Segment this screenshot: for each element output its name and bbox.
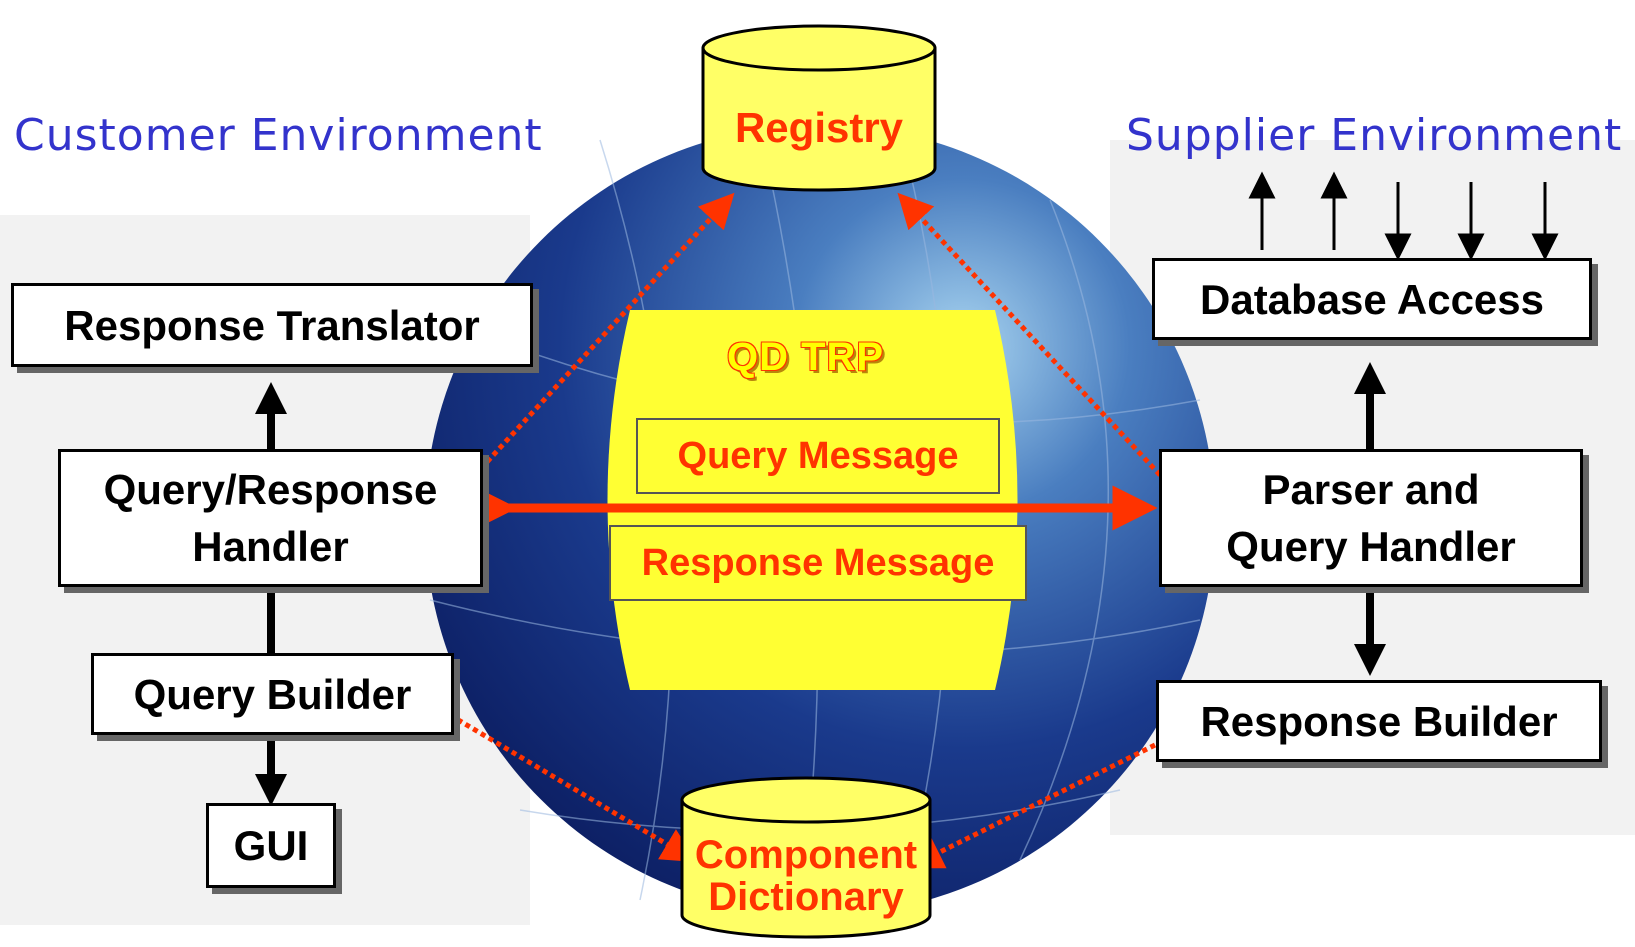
query-response-handler-line2: Handler — [192, 523, 349, 570]
supplier-environment-label: Supplier Environment — [1126, 110, 1623, 161]
response-message-box: Response Message — [609, 525, 1027, 601]
response-builder-box: Response Builder — [1156, 680, 1602, 762]
registry-label: Registry — [734, 104, 904, 151]
query-builder-box: Query Builder — [91, 653, 454, 735]
query-builder-to-dictionary-link — [448, 712, 698, 863]
parser-query-handler-line1: Parser and — [1262, 466, 1480, 513]
component-dictionary-line1: Component — [694, 833, 918, 877]
response-translator-box: Response Translator — [11, 283, 533, 367]
query-message-box: Query Message — [636, 418, 1000, 494]
parser-query-handler-line2: Query Handler — [1226, 523, 1516, 570]
gui-box: GUI — [206, 803, 336, 888]
parser-to-registry-link — [897, 192, 1162, 477]
handler-to-registry-link — [473, 192, 735, 477]
parser-query-handler-box: Parser and Query Handler — [1159, 449, 1583, 587]
response-builder-to-dictionary-link — [907, 742, 1157, 869]
database-access-box: Database Access — [1152, 258, 1592, 340]
qd-trp-title: QD TRP — [727, 335, 885, 379]
component-dictionary-line2: Dictionary — [708, 875, 904, 919]
query-response-handler-box: Query/Response Handler — [58, 449, 483, 587]
customer-environment-label: Customer Environment — [14, 110, 543, 161]
component-dictionary-cylinder — [680, 776, 932, 939]
registry-cylinder — [701, 24, 937, 192]
query-response-handler-line1: Query/Response — [103, 466, 438, 513]
component-dictionary-label: Component Dictionary — [682, 834, 930, 918]
